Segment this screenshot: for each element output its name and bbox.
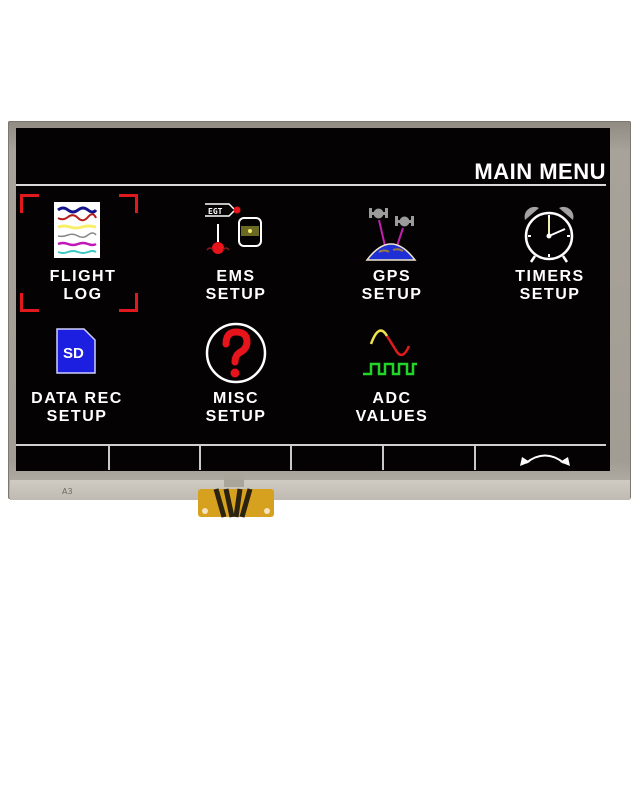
title-divider	[16, 184, 606, 186]
menu-item-gps-setup[interactable]: GPS SETUP	[327, 194, 457, 312]
softkey-bar-divider	[16, 444, 606, 446]
softkey-exit[interactable]: EXIT	[16, 446, 108, 785]
menu-item-ems-setup[interactable]: EGT EMS SETUP	[171, 194, 301, 312]
menu-item-timers-setup[interactable]: TIMERS SETUP	[485, 194, 615, 312]
waveform-icon	[363, 329, 417, 376]
menu-item-label: VALUES	[355, 408, 429, 425]
page-title: MAIN MENU	[474, 159, 606, 184]
menu-item-label: LOG	[63, 286, 103, 303]
menu-item-data-rec-setup[interactable]: SD DATA REC SETUP	[12, 318, 142, 436]
gps-satellite-icon	[365, 208, 417, 261]
menu-item-label: ADC	[372, 390, 412, 407]
menu-item-adc-values[interactable]: ADC VALUES	[327, 318, 457, 436]
menu-item-label: SETUP	[205, 286, 267, 303]
menu-item-label: SETUP	[361, 286, 423, 303]
menu-item-label: DATA REC	[31, 390, 123, 407]
menu-item-label: TIMERS	[515, 268, 585, 285]
softkey-divider	[474, 446, 476, 470]
menu-item-misc-setup[interactable]: MISC SETUP	[171, 318, 301, 436]
sd-card-icon: SD	[56, 328, 96, 374]
menu-item-label: SETUP	[205, 408, 267, 425]
panel-marking: A3	[62, 487, 73, 496]
menu-item-flight-log[interactable]: FLIGHT LOG	[18, 194, 148, 312]
menu-item-label: MISC	[213, 390, 259, 407]
softkey-divider	[108, 446, 110, 470]
softkey-5[interactable]	[384, 446, 474, 472]
alarm-clock-icon	[524, 206, 574, 263]
selection-corner	[20, 194, 39, 213]
touch-panel-edge	[10, 480, 630, 500]
menu-item-label: GPS	[372, 268, 412, 285]
menu-item-label: SETUP	[519, 286, 581, 303]
softkey-2[interactable]	[110, 446, 199, 472]
ribbon-connector	[198, 471, 274, 518]
softkey-3[interactable]	[201, 446, 290, 472]
softkey-divider	[382, 446, 384, 470]
softkey-divider	[199, 446, 201, 470]
question-mark-icon	[205, 322, 267, 384]
svg-text:EGT: EGT	[208, 207, 223, 216]
menu-item-label: SETUP	[46, 408, 108, 425]
softkey-4[interactable]	[292, 446, 382, 472]
menu-item-label: FLIGHT	[49, 268, 117, 285]
menu-item-label: EMS	[216, 268, 256, 285]
selection-corner	[119, 293, 138, 312]
lcd-screen: MAIN MENU FLIGHT LOG EGT	[16, 128, 610, 785]
softkey-rotate[interactable]	[476, 446, 606, 472]
engine-sensor-icon: EGT	[205, 203, 262, 254]
flight-log-chart-icon	[54, 202, 100, 258]
softkey-divider	[290, 446, 292, 470]
selection-corner	[119, 194, 138, 213]
selection-corner	[20, 293, 39, 312]
curved-double-arrow-icon	[520, 454, 570, 466]
softkey-label: EXIT	[40, 768, 84, 785]
svg-text:SD: SD	[63, 345, 84, 362]
